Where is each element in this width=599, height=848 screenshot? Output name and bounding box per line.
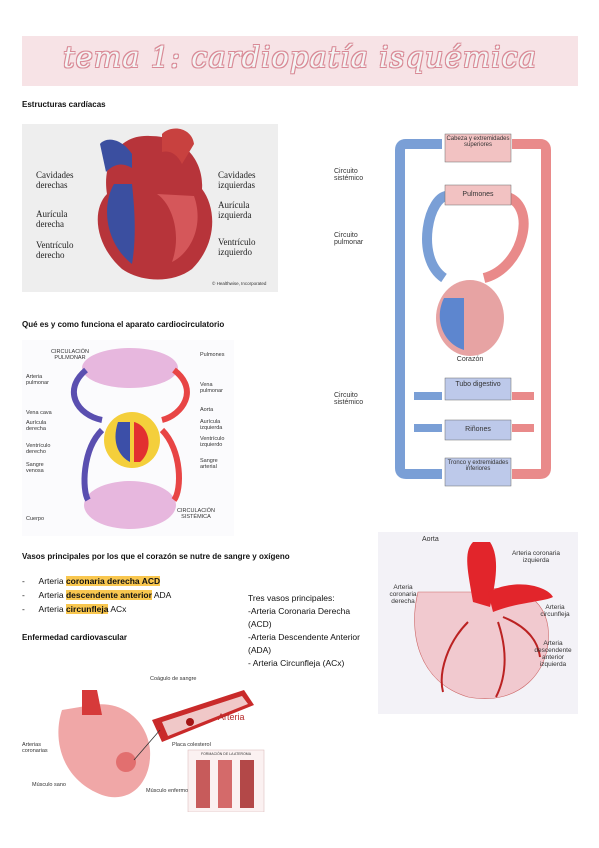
label-musculo-enfermo: Músculo enfermo bbox=[146, 788, 189, 794]
page-title: tema 1: cardiopatía isquémica bbox=[62, 40, 538, 74]
tres-vasos-block: Tres vasos principales: -Arteria Coronar… bbox=[248, 592, 368, 670]
label-sangre-arterial: Sangre arterial bbox=[200, 458, 218, 470]
label-circ-sistemica: CIRCULACIÓN SISTÉMICA bbox=[177, 508, 215, 520]
label-aorta: Aorta bbox=[200, 407, 214, 413]
box-tubo-digestivo: Tubo digestivo bbox=[455, 381, 501, 388]
label-aorta-coronary: Aorta bbox=[422, 536, 439, 543]
label-vena-pulmonar: Vena pulmonar bbox=[200, 382, 223, 394]
label-circuito-sistemico-2: Circuito sistémico bbox=[334, 392, 364, 406]
bullet-icon: - bbox=[22, 576, 25, 586]
heading-que-es: Qué es y como funciona el aparato cardio… bbox=[22, 320, 225, 329]
arteries-list: - Arteria coronaria derecha ACD - Arteri… bbox=[22, 576, 171, 614]
box-rinones: Riñones bbox=[465, 426, 491, 433]
label-formacion-ateroma: FORMACIÓN DE LA ATEROMA bbox=[200, 752, 252, 756]
circulation-figure: CIRCULACIÓN PULMONAR CIRCULACIÓN SISTÉMI… bbox=[22, 340, 234, 536]
circuit-figure: Cabeza y extremidades superiores Pulmone… bbox=[334, 128, 556, 488]
tres-vasos-item: -Arteria Coronaria Derecha (ACD) bbox=[248, 606, 351, 629]
label-coronaria-izquierda: Arteria coronaria izquierda bbox=[511, 550, 561, 564]
label-sangre-venosa: Sangre venosa bbox=[26, 462, 44, 474]
label-auricula-izquierda: Aurícula izquierda bbox=[218, 200, 252, 220]
label-ventriculo-derecho-2: Ventrículo derecho bbox=[26, 443, 51, 455]
list-item: - Arteria coronaria derecha ACD bbox=[22, 576, 161, 586]
label-coronaria-derecha: Arteria coronaria derecha bbox=[389, 584, 417, 605]
box-cabeza: Cabeza y extremidades superiores bbox=[446, 136, 510, 148]
list-item: - Arteria descendente anterior ADA bbox=[22, 590, 172, 600]
label-ventriculo-derecho: Ventrículo derecho bbox=[36, 240, 74, 260]
heading-vasos: Vasos principales por los que el corazón… bbox=[22, 552, 290, 561]
label-arteria-pulmonar: Arteria pulmonar bbox=[26, 374, 49, 386]
heart-illustration bbox=[97, 128, 213, 280]
tres-vasos-title: Tres vasos principales: bbox=[248, 593, 335, 603]
title-banner bbox=[22, 36, 578, 86]
label-arterias-coronarias: Arterias coronarias bbox=[22, 742, 48, 754]
label-circ-pulmonar: CIRCULACIÓN PULMONAR bbox=[51, 349, 89, 361]
box-tronco: Tronco y extremidades inferiores bbox=[447, 460, 509, 472]
label-placa: Placa colesterol bbox=[172, 742, 211, 748]
label-ventriculo-izquierdo: Ventrículo izquierdo bbox=[218, 237, 256, 257]
label-corazon: Corazón bbox=[456, 356, 484, 363]
label-ventriculo-izquierdo-2: Ventrículo izquierdo bbox=[200, 436, 225, 448]
circuit-illustration bbox=[395, 133, 551, 487]
box-pulmones: Pulmones bbox=[462, 191, 494, 198]
label-vena-cava: Vena cava bbox=[26, 410, 52, 416]
coronary-illustration bbox=[414, 542, 553, 699]
bullet-icon: - bbox=[22, 590, 25, 600]
disease-figure: Coágulo de sangre Arteria Placa colester… bbox=[22, 670, 272, 813]
label-circuito-pulmonar: Circuito pulmonar bbox=[334, 232, 364, 246]
label-circuito-sistemico-1: Circuito sistémico bbox=[334, 168, 364, 182]
tres-vasos-item: - Arteria Circunfleja (ACx) bbox=[248, 658, 345, 668]
bullet-icon: - bbox=[22, 604, 25, 614]
disease-illustration bbox=[58, 690, 265, 813]
label-cavidades-derechas: Cavidades derechas bbox=[36, 170, 74, 190]
label-circunfleja: Arteria circunfleja bbox=[540, 604, 570, 618]
label-cavidades-izquierdas: Cavidades izquierdas bbox=[218, 170, 256, 190]
coronary-figure: Aorta Arteria coronaria izquierda Arteri… bbox=[378, 532, 578, 714]
circulation-illustration bbox=[71, 348, 190, 529]
heading-enfermedad: Enfermedad cardiovascular bbox=[22, 633, 127, 642]
label-cuerpo: Cuerpo bbox=[26, 516, 45, 522]
label-musculo-sano: Músculo sano bbox=[32, 782, 66, 788]
list-item: - Arteria circunfleja ACx bbox=[22, 604, 127, 614]
label-auricula-derecha-2: Aurícula derecha bbox=[26, 420, 47, 432]
figure-credit: © Healthwise, Incorporated bbox=[212, 281, 267, 286]
tres-vasos-item: -Arteria Descendente Anterior (ADA) bbox=[248, 632, 360, 655]
heart-structures-figure: Cavidades derechas Aurícula derecha Vent… bbox=[22, 124, 278, 292]
label-pulmones: Pulmones bbox=[200, 352, 225, 358]
label-auricula-derecha: Aurícula derecha bbox=[36, 209, 68, 229]
heading-estructuras: Estructuras cardíacas bbox=[22, 100, 106, 109]
label-auricula-izquierda-2: Aurícula izquierda bbox=[200, 419, 223, 431]
label-arteria: Arteria bbox=[218, 712, 245, 722]
label-descendente-anterior: Arteria descendente anterior izquierda bbox=[534, 640, 572, 668]
label-coagulo: Coágulo de sangre bbox=[150, 676, 197, 682]
